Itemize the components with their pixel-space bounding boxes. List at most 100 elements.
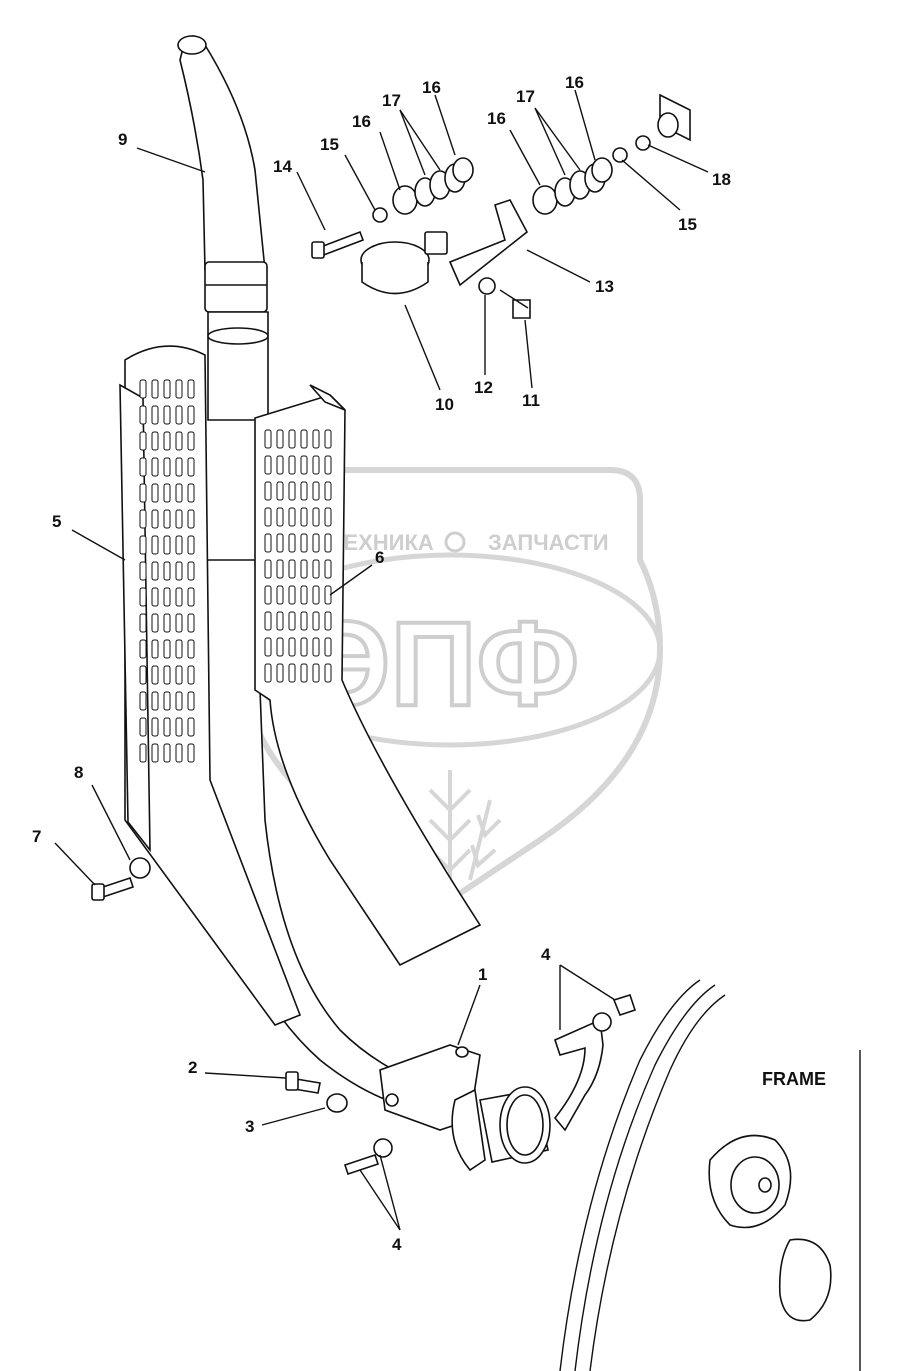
perforation-slot — [300, 507, 308, 527]
perforation-slot — [175, 587, 183, 607]
perforation-slot — [324, 507, 332, 527]
perforation-slot — [175, 613, 183, 633]
perforation-slot — [187, 665, 195, 685]
perforation-slot — [187, 509, 195, 529]
perforation-slot — [151, 561, 159, 581]
perforation-slot — [187, 483, 195, 503]
perforation-slot — [175, 535, 183, 555]
perforation-slot — [324, 533, 332, 553]
perforation-slot — [175, 509, 183, 529]
perforation-slot — [163, 639, 171, 659]
perforation-slot — [187, 717, 195, 737]
perforation-slot — [175, 483, 183, 503]
perforation-slot — [187, 691, 195, 711]
perforation-slot — [324, 663, 332, 683]
rubber-mounts-left — [372, 157, 474, 223]
perforation-slot — [300, 611, 308, 631]
perforation-slot — [324, 559, 332, 579]
perforation-slot — [276, 507, 284, 527]
perforation-slot — [312, 533, 320, 553]
perforation-slot — [264, 429, 272, 449]
perforation-slot — [288, 455, 296, 475]
perforation-slot — [276, 611, 284, 631]
perforation-slot — [312, 585, 320, 605]
perforation-slot — [288, 559, 296, 579]
perforation-slot — [163, 717, 171, 737]
perforation-slot — [151, 509, 159, 529]
callout-3: 3 — [245, 1117, 254, 1136]
perforation-slot — [163, 665, 171, 685]
perforation-slot — [151, 535, 159, 555]
perforation-slot — [175, 431, 183, 451]
wheat-icon — [428, 770, 502, 881]
perforation-slot — [175, 639, 183, 659]
perforation-slot — [276, 637, 284, 657]
perforation-slot — [139, 639, 147, 659]
perforation-slot — [324, 611, 332, 631]
perforation-slot — [276, 455, 284, 475]
perforation-slot — [264, 533, 272, 553]
perforation-slot — [187, 561, 195, 581]
perforation-slot — [163, 457, 171, 477]
perforation-slot — [151, 665, 159, 685]
perforation-slot — [151, 587, 159, 607]
perforation-slot — [163, 405, 171, 425]
perforation-slot — [151, 717, 159, 737]
perforation-slot — [139, 483, 147, 503]
heat-shield-right — [254, 384, 482, 967]
exhaust-stack-pipe — [177, 35, 269, 421]
perforation-slot — [300, 559, 308, 579]
perforation-slot — [312, 611, 320, 631]
perforation-slot — [139, 717, 147, 737]
perforation-slot — [163, 587, 171, 607]
perforation-slot — [175, 405, 183, 425]
perforation-slot — [175, 691, 183, 711]
perforation-slot — [139, 561, 147, 581]
callout-6: 6 — [375, 548, 384, 567]
perforation-slot — [312, 455, 320, 475]
perforation-slot — [175, 379, 183, 399]
perforation-slot — [139, 509, 147, 529]
perforation-slot — [175, 457, 183, 477]
callout-2: 2 — [188, 1058, 197, 1077]
perforation-slot — [312, 429, 320, 449]
callout-16-c: 16 — [487, 109, 506, 128]
perforation-slot — [163, 431, 171, 451]
perforation-slot — [163, 613, 171, 633]
callout-4-top: 4 — [541, 945, 551, 964]
perforation-slot — [187, 743, 195, 763]
perforation-slot — [139, 457, 147, 477]
perforation-slot — [324, 637, 332, 657]
perforation-slot — [300, 455, 308, 475]
callout-11: 11 — [522, 391, 540, 410]
perforation-slot — [276, 585, 284, 605]
perforation-slot — [175, 717, 183, 737]
perforation-slot — [264, 637, 272, 657]
perforation-slot — [288, 429, 296, 449]
perforation-slot — [288, 533, 296, 553]
perforation-slot — [276, 429, 284, 449]
perforation-slot — [139, 405, 147, 425]
perforation-slot — [264, 611, 272, 631]
perforation-slot — [175, 665, 183, 685]
perforation-slot — [175, 743, 183, 763]
perforation-slot — [163, 691, 171, 711]
perforation-slot — [276, 481, 284, 501]
perforation-slot — [151, 457, 159, 477]
callout-16-d: 16 — [565, 73, 584, 92]
gear-icon — [444, 531, 466, 553]
perforation-slot — [175, 561, 183, 581]
perforation-slot — [139, 587, 147, 607]
heat-shield-left — [119, 345, 302, 1026]
perforation-slot — [163, 535, 171, 555]
perforation-slot — [324, 481, 332, 501]
perforation-slot — [264, 559, 272, 579]
perforation-slot — [288, 481, 296, 501]
callout-13: 13 — [595, 277, 614, 296]
perforation-slot — [187, 639, 195, 659]
callout-14: 14 — [273, 157, 292, 176]
perforation-slot — [300, 585, 308, 605]
perforation-slot — [151, 379, 159, 399]
perforation-slot — [300, 637, 308, 657]
